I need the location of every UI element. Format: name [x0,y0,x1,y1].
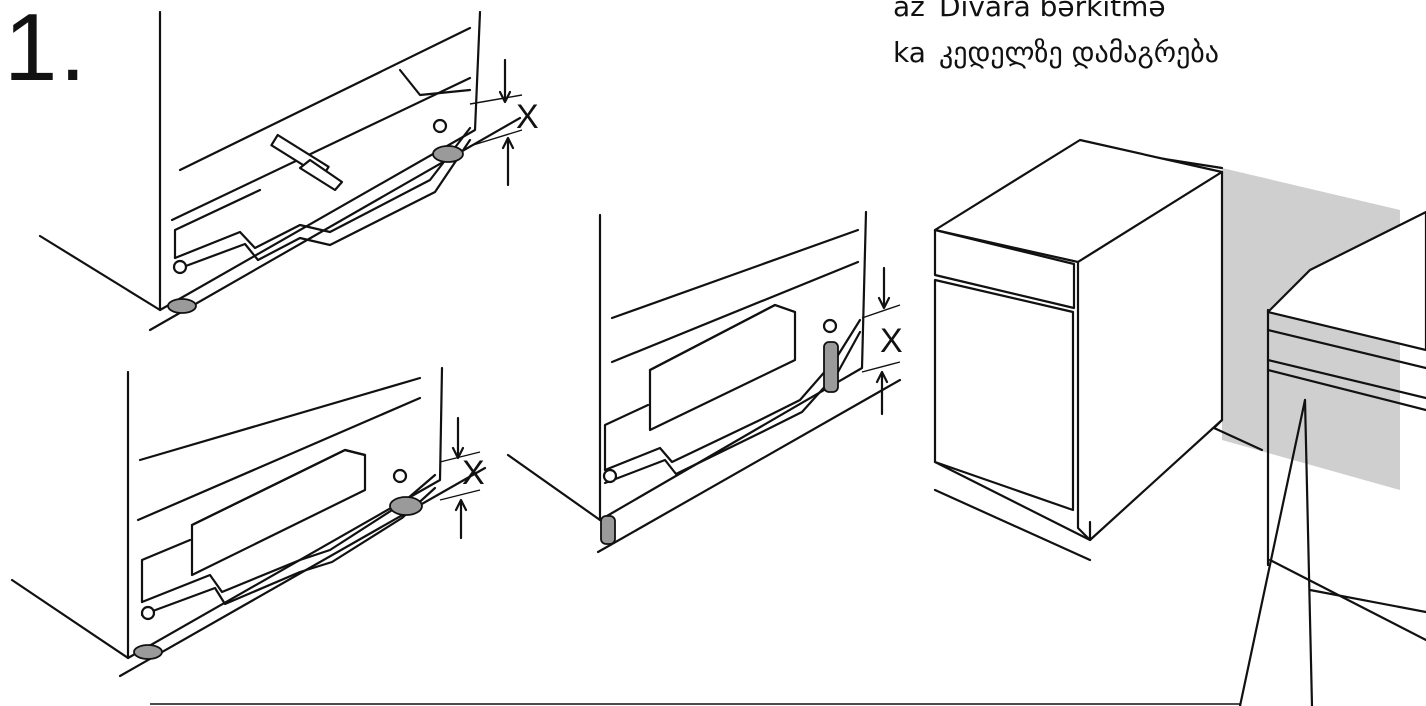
step-number: 1. [4,0,89,101]
dimension-label-top-left: X [516,98,539,136]
panel-top-left-appliance-base [38,10,523,332]
caption-text-ka: კედელზე დამაგრება [939,36,1220,69]
caption-az: az Divara bərkitmə [893,0,1166,22]
panel-bottom-left-appliance-base [10,366,487,678]
dimension-label-middle: X [880,322,903,360]
caption-text-az: Divara bərkitmə [939,0,1166,23]
panel-right-installation-scene [150,138,1426,706]
panel-middle-appliance-base [506,210,902,554]
language-code-ka: ka [893,36,926,69]
dimension-label-bottom-left: X [462,454,485,492]
caption-ka: ka კედელზე დამაგრება [893,38,1219,68]
language-code-az: az [893,0,925,23]
